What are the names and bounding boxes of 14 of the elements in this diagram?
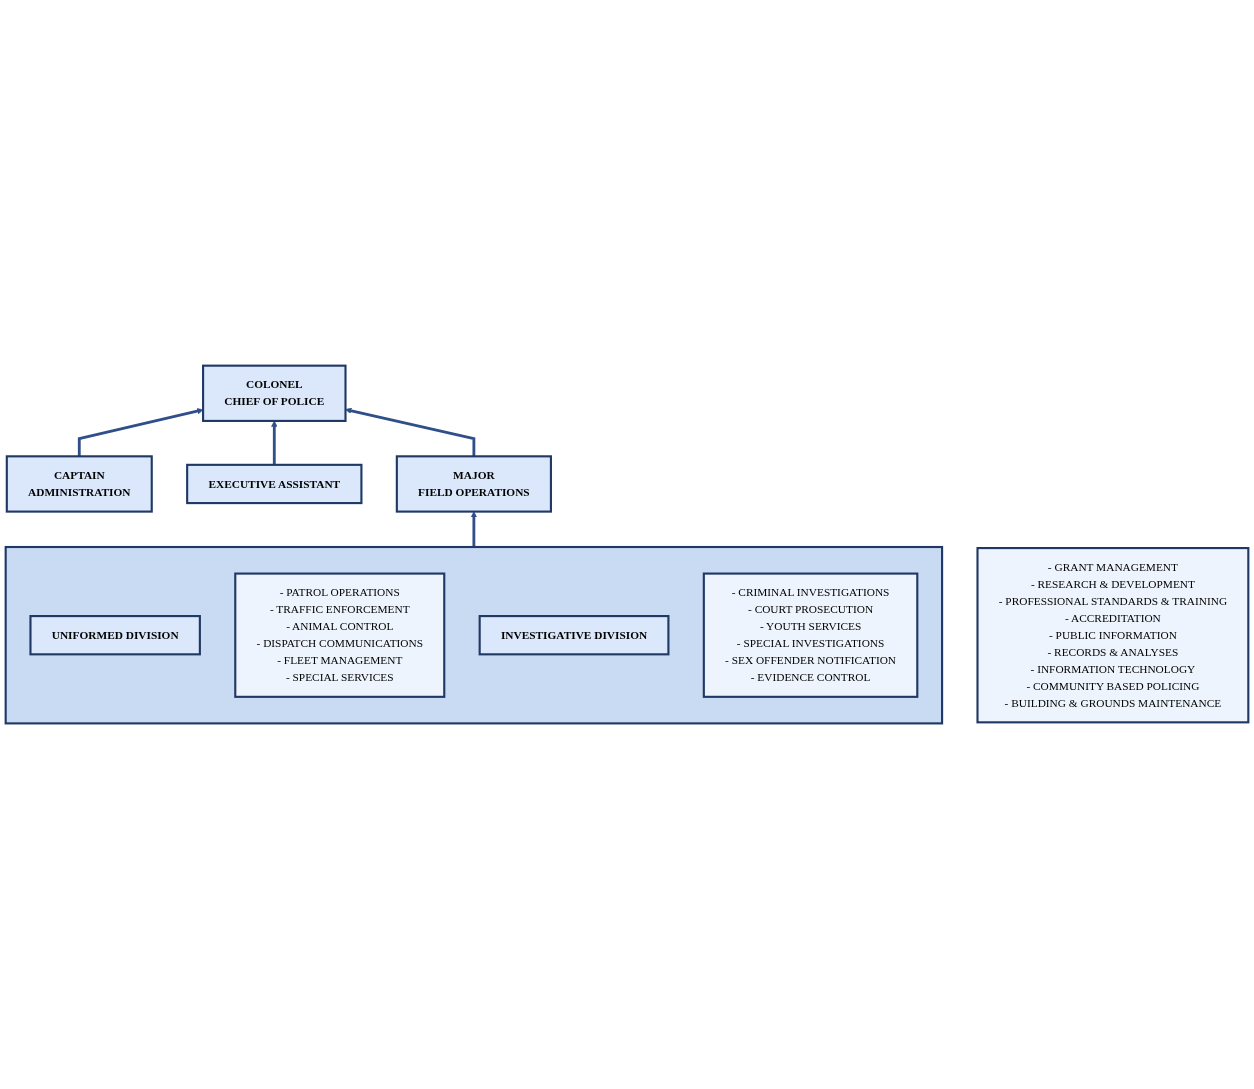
arrow bbox=[271, 420, 278, 465]
node-box: INVESTIGATIVE DIVISION bbox=[478, 615, 670, 656]
node-box: - GRANT MANAGEMENT - RESEARCH & DEVELOPMENT - PROFESSIONAL STANDARDS & TRAINING - ACCREDITATION - PUBLIC INFORMATION - RECORDS & ANALYSES - INFORMATION TECHNOLOGY - COMMUNITY BASED POLICING - BUILDING & GROUNDS MAINTENANCE bbox=[976, 546, 1250, 724]
node-box: - CRIMINAL INVESTIGATIONS - COURT PROSECUTION - YOUTH SERVICES - SPECIAL INVESTIGATIONS - SEX OFFENDER NOTIFICATION - EVIDENCE CONTROL bbox=[702, 572, 919, 698]
node-box: - PATROL OPERATIONS - TRAFFIC ENFORCEMENT - ANIMAL CONTROL - DISPATCH COMMUNICATIONS - FLEET MANAGEMENT - SPECIAL SERVICES bbox=[234, 572, 446, 698]
node-box: UNIFORMED DIVISION bbox=[29, 615, 201, 656]
node-box: EXECUTIVE ASSISTANT bbox=[186, 463, 363, 505]
arrow bbox=[77, 408, 204, 457]
arrow bbox=[345, 407, 476, 457]
arrow bbox=[470, 511, 477, 547]
cluster bbox=[4, 545, 944, 725]
node-box: MAJOR FIELD OPERATIONS bbox=[395, 455, 552, 513]
node-box: CAPTAIN ADMINISTRATION bbox=[5, 455, 153, 513]
node-box: COLONEL CHIEF OF POLICE bbox=[202, 364, 347, 422]
